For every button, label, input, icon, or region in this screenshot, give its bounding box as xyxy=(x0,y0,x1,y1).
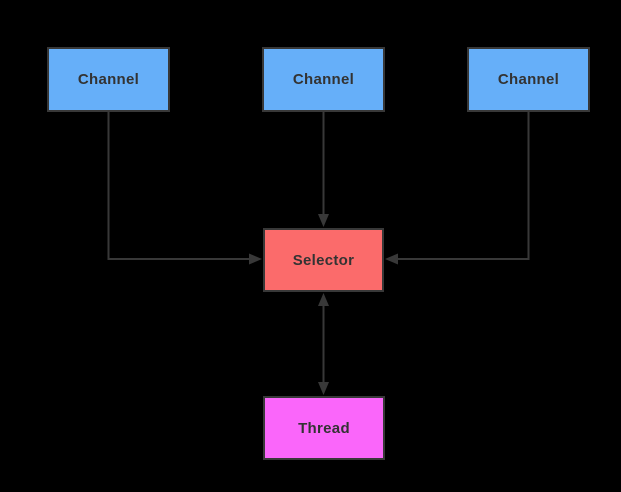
node-selector-label: Selector xyxy=(292,251,355,269)
arrowhead-down-icon xyxy=(318,382,329,395)
edge-channel1-selector xyxy=(107,112,262,265)
arrowhead-left-icon xyxy=(385,253,398,265)
node-channel-3-label: Channel xyxy=(497,71,560,88)
node-thread-label: Thread xyxy=(298,419,350,437)
node-thread: Thread xyxy=(263,396,385,460)
arrowhead-up-icon xyxy=(318,293,329,306)
node-selector: Selector xyxy=(263,228,384,292)
node-channel-2-label: Channel xyxy=(292,71,355,88)
arrowhead-right-icon xyxy=(249,253,262,265)
edge-selector-thread xyxy=(318,293,329,395)
node-channel-3: Channel xyxy=(467,47,590,112)
node-channel-2: Channel xyxy=(262,47,385,112)
node-channel-1-label: Channel xyxy=(77,71,140,88)
node-channel-1: Channel xyxy=(47,47,170,112)
edge-channel2-selector xyxy=(318,112,329,227)
arrowhead-down-icon xyxy=(318,214,329,227)
edge-channel3-selector xyxy=(385,112,530,265)
